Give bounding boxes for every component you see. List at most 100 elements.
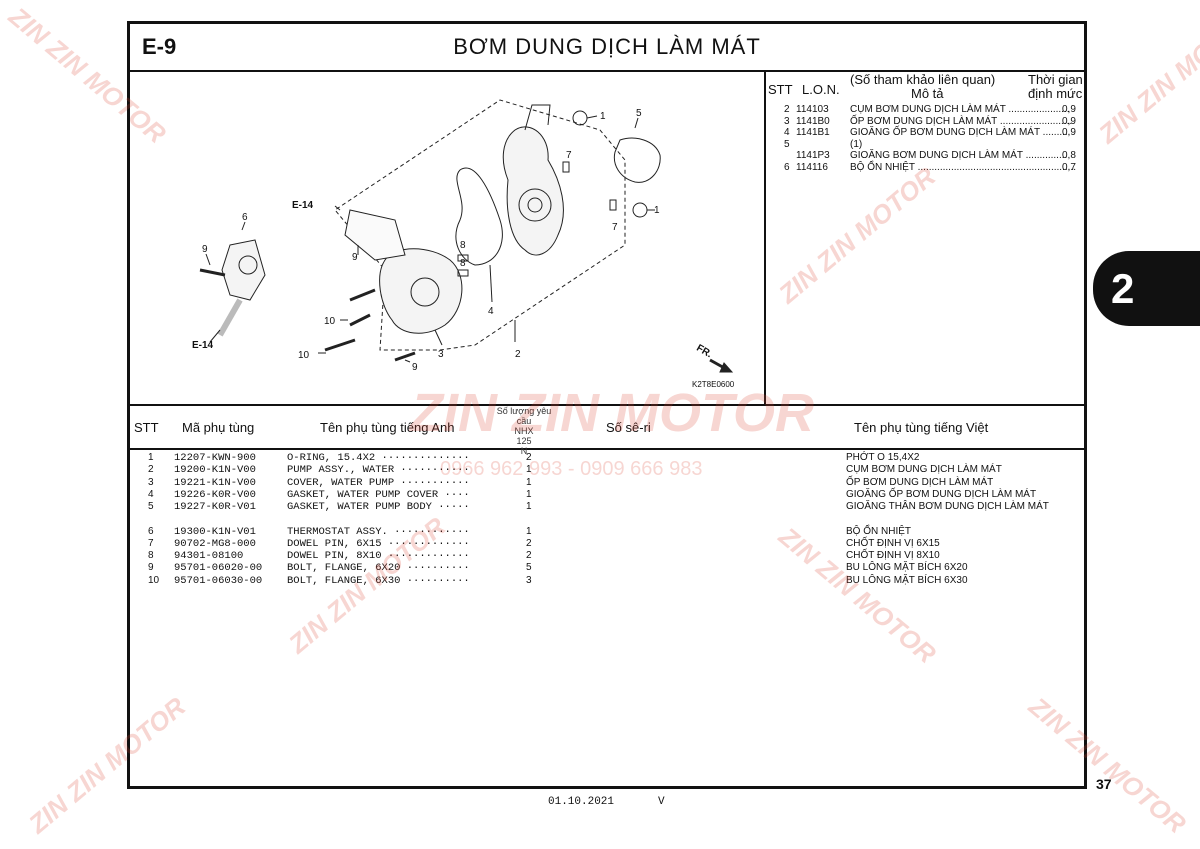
part-qty: 2 <box>526 452 532 463</box>
part-name-vi: GIOĂNG ỐP BƠM DUNG DỊCH LÀM MÁT <box>846 488 1037 500</box>
dowel-8x10-a <box>457 254 469 262</box>
col-quantity-model3: N <box>520 446 528 456</box>
page-frame: E-9 BƠM DUNG DỊCH LÀM MÁT <box>127 21 1087 789</box>
page-number: 37 <box>1096 776 1112 792</box>
part-name-vi: BU LÔNG MẶT BÍCH 6X20 <box>846 562 968 574</box>
pump-body <box>502 126 564 256</box>
part-name-en: GASKET, WATER PUMP BODY ····· <box>287 501 470 514</box>
thermostat <box>221 239 266 301</box>
section-code: E-9 <box>142 34 177 59</box>
labor-time-table: STT L.O.N. (Số tham khảo liên quan) Mô t… <box>764 70 1086 404</box>
image-code: K2T8E0600 <box>692 380 735 389</box>
dowel-6x15-a <box>562 161 570 173</box>
part-code: 19200-K1N-V00 <box>174 464 256 477</box>
part-qty: 3 <box>526 574 532 586</box>
labor-lon: 114116 <box>796 161 828 173</box>
part-name-en: PUMP ASSY., WATER ··········· <box>287 464 470 477</box>
page-title: BƠM DUNG DỊCH LÀM MÁT <box>453 34 761 59</box>
callout-2: 2 <box>515 349 521 360</box>
labor-lon: 1141B0 <box>796 115 830 127</box>
part-code: 94301-08100 <box>174 550 244 563</box>
bolt-pump-4 <box>394 351 416 362</box>
part-qty: 1 <box>526 525 532 537</box>
col-name-vi: Tên phụ tùng tiếng Việt <box>854 420 989 435</box>
labor-row: 6 114116 BỘ ỔN NHIỆT .....................… <box>766 162 1086 174</box>
part-name-en: COVER, WATER PUMP ··········· <box>287 476 470 489</box>
labor-lon: 1141P3 <box>796 150 830 161</box>
part-name-en: O-RING, 15.4X2 ·············· <box>287 452 470 464</box>
table-row: 2 19200-K1N-V00 PUMP ASSY., WATER ········… <box>130 464 1084 476</box>
callout-9: 9 <box>412 362 418 373</box>
labor-row: 4 1141B1 GIOĂNG ỐP BƠM DUNG DỊCH LÀM MÁT .… <box>766 127 1086 139</box>
part-stt: 5 <box>148 501 154 513</box>
labor-desc: GIOĂNG ỐP BƠM DUNG DỊCH LÀM MÁT ........… <box>850 127 1071 138</box>
part-stt: 9 <box>148 562 154 574</box>
bolt-pump-1 <box>349 288 376 302</box>
labor-stt: 6 <box>784 161 790 173</box>
part-name-en: DOWEL PIN, 8X10 ············· <box>287 550 470 563</box>
part-qty: 1 <box>526 464 532 476</box>
callout-10: 10 <box>298 350 310 361</box>
labor-lon: 1141B1 <box>796 127 830 138</box>
callout-6: 6 <box>242 212 248 223</box>
callout-3: 3 <box>438 349 444 360</box>
labor-header-lon: L.O.N. <box>802 82 840 97</box>
section-tab-number: 2 <box>1111 265 1135 312</box>
labor-stt: 5 <box>784 138 790 150</box>
callout-9: 9 <box>352 252 358 263</box>
part-name-vi: PHỚT O 15,4X2 <box>846 452 920 463</box>
part-name-vi: CHỐT ĐỊNH VỊ 6X15 <box>846 537 940 549</box>
part-qty: 5 <box>526 562 532 574</box>
part-stt: 8 <box>148 550 154 562</box>
labor-header-time1: Thời gian <box>1028 72 1083 87</box>
o-ring-right <box>632 202 648 218</box>
labor-desc: BỘ ỔN NHIỆT ............................… <box>850 161 1076 173</box>
labor-header-time2: định mức <box>1028 86 1083 101</box>
labor-stt: 3 <box>784 115 790 127</box>
callout-10: 10 <box>324 316 336 327</box>
labor-header-desc1: (Số tham khảo liên quan) <box>850 72 996 87</box>
callout-7: 7 <box>612 222 618 233</box>
part-stt: 4 <box>148 488 154 500</box>
labor-time: 0,9 <box>1062 104 1076 115</box>
part-name-vi: ỐP BƠM DUNG DỊCH LÀM MÁT <box>846 476 994 488</box>
bolt-pump-2 <box>349 313 371 327</box>
part-name-vi: CỤM BƠM DUNG DỊCH LÀM MÁT <box>846 464 1002 476</box>
col-quantity-model1: NHX <box>514 426 534 436</box>
callout-8: 8 <box>460 240 466 251</box>
dowel-8x10-b <box>457 269 469 277</box>
labor-time: 0,8 <box>1062 150 1076 161</box>
bolt-pump-3 <box>324 338 356 352</box>
callout-4: 4 <box>488 306 494 317</box>
table-row: 8 94301-08100 DOWEL PIN, 8X10 ············… <box>130 550 1084 562</box>
part-stt: 3 <box>148 476 154 488</box>
watermark-top-right: ZIN ZIN MOTOR <box>1092 1 1200 150</box>
part-stt: 7 <box>148 537 154 549</box>
part-code: 95701-06030-00 <box>174 574 263 587</box>
labor-header-stt: STT <box>768 82 793 97</box>
col-name-en: Tên phụ tùng tiếng Anh <box>320 420 455 435</box>
labor-time: 0,9 <box>1062 127 1076 138</box>
part-name-en: GASKET, WATER PUMP COVER ···· <box>287 488 470 501</box>
col-serial: Số sê-ri <box>606 420 651 435</box>
labor-desc: CỤM BƠM DUNG DỊCH LÀM MÁT ..............… <box>850 104 1070 115</box>
col-part-code: Mã phụ tùng <box>182 420 255 435</box>
labor-time: 0,7 <box>1062 161 1076 173</box>
part-name-vi: BỘ ỔN NHIỆT <box>846 525 912 537</box>
labor-stt: 4 <box>784 127 790 138</box>
part-name-en: BOLT, FLANGE, 6X20 ·········· <box>287 562 470 575</box>
outlet-pipe <box>344 209 406 261</box>
pump-cover <box>379 248 463 334</box>
part-stt: 2 <box>148 464 154 476</box>
part-stt: 1 <box>148 452 154 463</box>
page-header: E-9 BƠM DUNG DỊCH LÀM MÁT <box>130 24 1084 72</box>
part-qty: 1 <box>526 476 532 488</box>
